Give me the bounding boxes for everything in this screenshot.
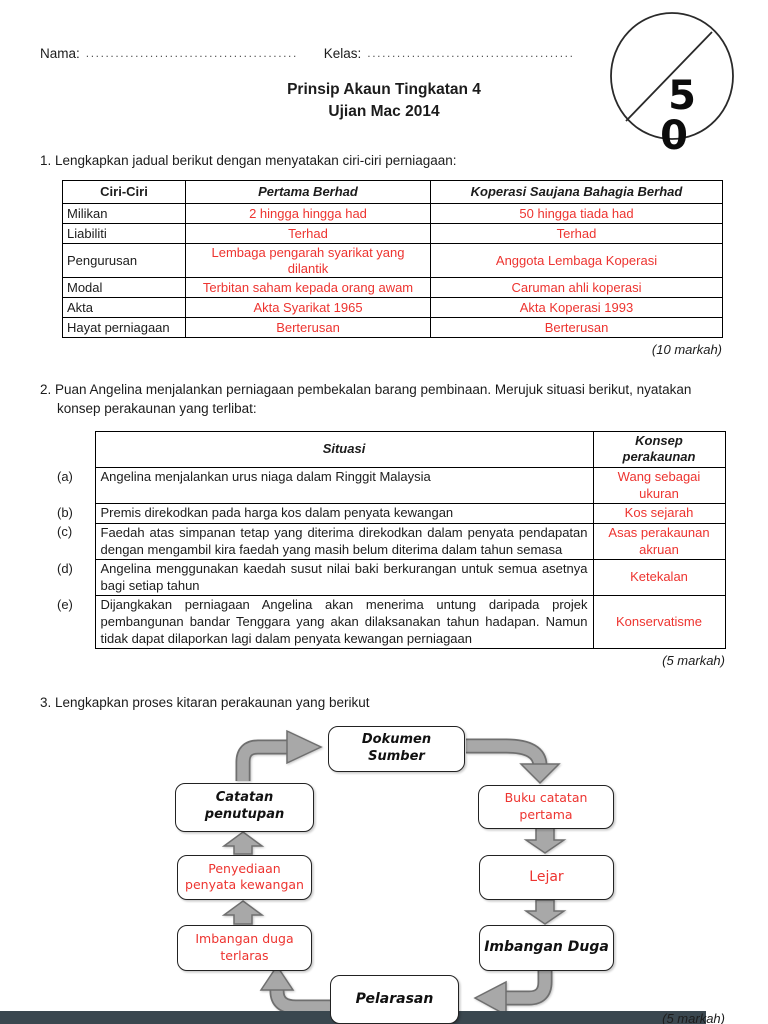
question1-marks: (10 markah) [651, 342, 722, 358]
situasi-cell: Dijangkakan perniagaan Angelina akan men… [94, 595, 594, 650]
answer-cell: 50 hingga tiada had [430, 203, 723, 225]
arrow-down-icon [523, 826, 567, 854]
question1-table: Ciri-Ciri Pertama Berhad Koperasi Saujan… [62, 180, 723, 339]
table-header-row: Ciri-Ciri Pertama Berhad Koperasi Saujan… [62, 180, 723, 205]
spacer-cell [57, 431, 95, 467]
situasi-cell: Angelina menjalankan urus niaga dalam Ri… [94, 467, 594, 505]
question3-prompt: 3. Lengkapkan proses kitaran perakaunan … [40, 695, 370, 711]
konsep-answer-cell: Konservatisme [592, 595, 726, 650]
situasi-cell: Angelina menggunakan kaedah susut nilai … [94, 559, 594, 597]
answer-cell: Berterusan [430, 317, 723, 339]
node-penyediaan-penyata: Penyediaan penyata kewangan [177, 854, 312, 900]
row-label: Pengurusan [62, 243, 186, 279]
row-key: (b) [57, 504, 73, 520]
col-header-pertama: Pertama Berhad [185, 180, 431, 205]
curved-arrow-right-down-icon [466, 738, 561, 784]
answer-cell: Terbitan saham kepada orang awam [185, 277, 431, 299]
node-pelarasan: Pelarasan [330, 974, 459, 1024]
cycle-arrows-layer [221, 729, 567, 1016]
table-header-row: Situasi Konsep perakaunan [57, 430, 726, 469]
node-lejar: Lejar [479, 854, 614, 900]
konsep-answer-cell: Wang sebagai ukuran [592, 467, 726, 505]
curved-arrow-down-left-icon [473, 970, 553, 1016]
row-label: Milikan [62, 203, 186, 225]
col-header-situasi: Situasi [94, 430, 594, 469]
table-row: (e) Dijangkakan perniagaan Angelina akan… [57, 595, 726, 650]
table-row: Akta Akta Syarikat 1965 Akta Koperasi 19… [62, 297, 723, 319]
question3-marks: (5 markah) [662, 1010, 725, 1024]
col-header-koperasi: Koperasi Saujana Bahagia Berhad [430, 180, 723, 205]
answer-cell: Lembaga pengarah syarikat yang dilantik [185, 243, 431, 279]
name-class-row: Nama: ..................................… [0, 0, 768, 61]
node-catatan-penutupan: Catatan penutupan [175, 782, 314, 832]
table-row: Hayat perniagaan Berterusan Berterusan [62, 317, 723, 339]
row-key: (a) [57, 468, 73, 484]
table-row: (b) Premis direkodkan pada harga kos dal… [57, 503, 726, 524]
answer-cell: Terhad [430, 223, 723, 245]
table-row: Modal Terbitan saham kepada orang awam C… [62, 277, 723, 299]
answer-cell: Terhad [185, 223, 431, 245]
nama-label: Nama: [40, 46, 80, 61]
situasi-cell: Premis direkodkan pada harga kos dalam p… [94, 503, 594, 524]
answer-cell: 2 hingga hingga had [185, 203, 431, 225]
row-label: Akta [62, 297, 186, 319]
question2-prompt: 2. Puan Angelina menjalankan perniagaan … [40, 381, 740, 417]
curved-arrow-left-up-icon [259, 964, 330, 1014]
node-imbangan-duga-terlaras: Imbangan duga terlaras [177, 924, 312, 971]
question2-marks: (5 markah) [662, 653, 725, 669]
row-key: (d) [57, 560, 73, 576]
table-row: (d) Angelina menggunakan kaedah susut ni… [57, 559, 726, 597]
arrow-up-icon [221, 830, 265, 855]
question2-prompt-line1: 2. Puan Angelina menjalankan perniagaan … [40, 382, 692, 398]
row-label: Hayat perniagaan [62, 317, 186, 339]
question2-table: Situasi Konsep perakaunan (a) Angelina m… [57, 430, 726, 650]
arrow-up-icon [221, 899, 265, 925]
answer-cell: Anggota Lembaga Koperasi [430, 243, 723, 279]
node-imbangan-duga: Imbangan Duga [479, 924, 614, 971]
score-slash-line [625, 31, 713, 122]
node-dokumen-sumber: Dokumen Sumber [328, 725, 465, 772]
answer-cell: Caruman ahli koperasi [430, 277, 723, 299]
table-row: (c) Faedah atas simpanan tetap yang dite… [57, 522, 726, 561]
node-buku-catatan-pertama: Buku catatan pertama [478, 784, 614, 829]
situasi-cell: Faedah atas simpanan tetap yang diterima… [94, 522, 594, 561]
answer-cell: Akta Syarikat 1965 [185, 297, 431, 319]
konsep-answer-cell: Kos sejarah [592, 503, 726, 524]
arrow-down-icon [523, 898, 567, 925]
question1-prompt: 1. Lengkapkan jadual berikut dengan meny… [40, 152, 457, 168]
score-digit-top: 5 [668, 73, 696, 119]
curved-arrow-up-right-icon [235, 729, 323, 781]
row-key: (e) [57, 596, 73, 612]
row-key: (c) [57, 524, 73, 540]
answer-cell: Akta Koperasi 1993 [430, 297, 723, 319]
konsep-answer-cell: Asas perakaunan akruan [592, 522, 726, 561]
col-header-konsep: Konsep perakaunan [592, 430, 726, 469]
exam-title-line1: Prinsip Akaun Tingkatan 4 [287, 81, 481, 98]
question2-prompt-line2: konsep perakaunan yang terlibat: [57, 400, 257, 416]
exam-title-line2: Ujian Mac 2014 [328, 103, 440, 121]
row-label: Modal [62, 277, 186, 299]
nama-blank-line: ........................................… [85, 46, 298, 60]
kelas-blank-line: ........................................… [367, 46, 573, 60]
table-row: Milikan 2 hingga hingga had 50 hingga ti… [62, 203, 723, 225]
score-digit-bottom: 0 [660, 113, 688, 154]
table-row: (a) Angelina menjalankan urus niaga dala… [57, 467, 726, 505]
col-header-ciri: Ciri-Ciri [62, 180, 186, 205]
konsep-answer-cell: Ketekalan [592, 559, 726, 597]
table-row: Liabiliti Terhad Terhad [62, 223, 723, 245]
exam-title: Prinsip Akaun Tingkatan 4 Ujian Mac 2014 [0, 79, 768, 124]
kelas-label: Kelas: [323, 46, 362, 61]
row-label: Liabiliti [62, 223, 186, 245]
score-circle-badge: 5 0 [610, 12, 734, 154]
accounting-cycle-diagram: Dokumen Sumber Catatan penutupan Buku ca… [0, 721, 768, 1024]
table-row: Pengurusan Lembaga pengarah syarikat yan… [62, 243, 723, 279]
score-circle [610, 12, 734, 140]
answer-cell: Berterusan [185, 317, 431, 339]
